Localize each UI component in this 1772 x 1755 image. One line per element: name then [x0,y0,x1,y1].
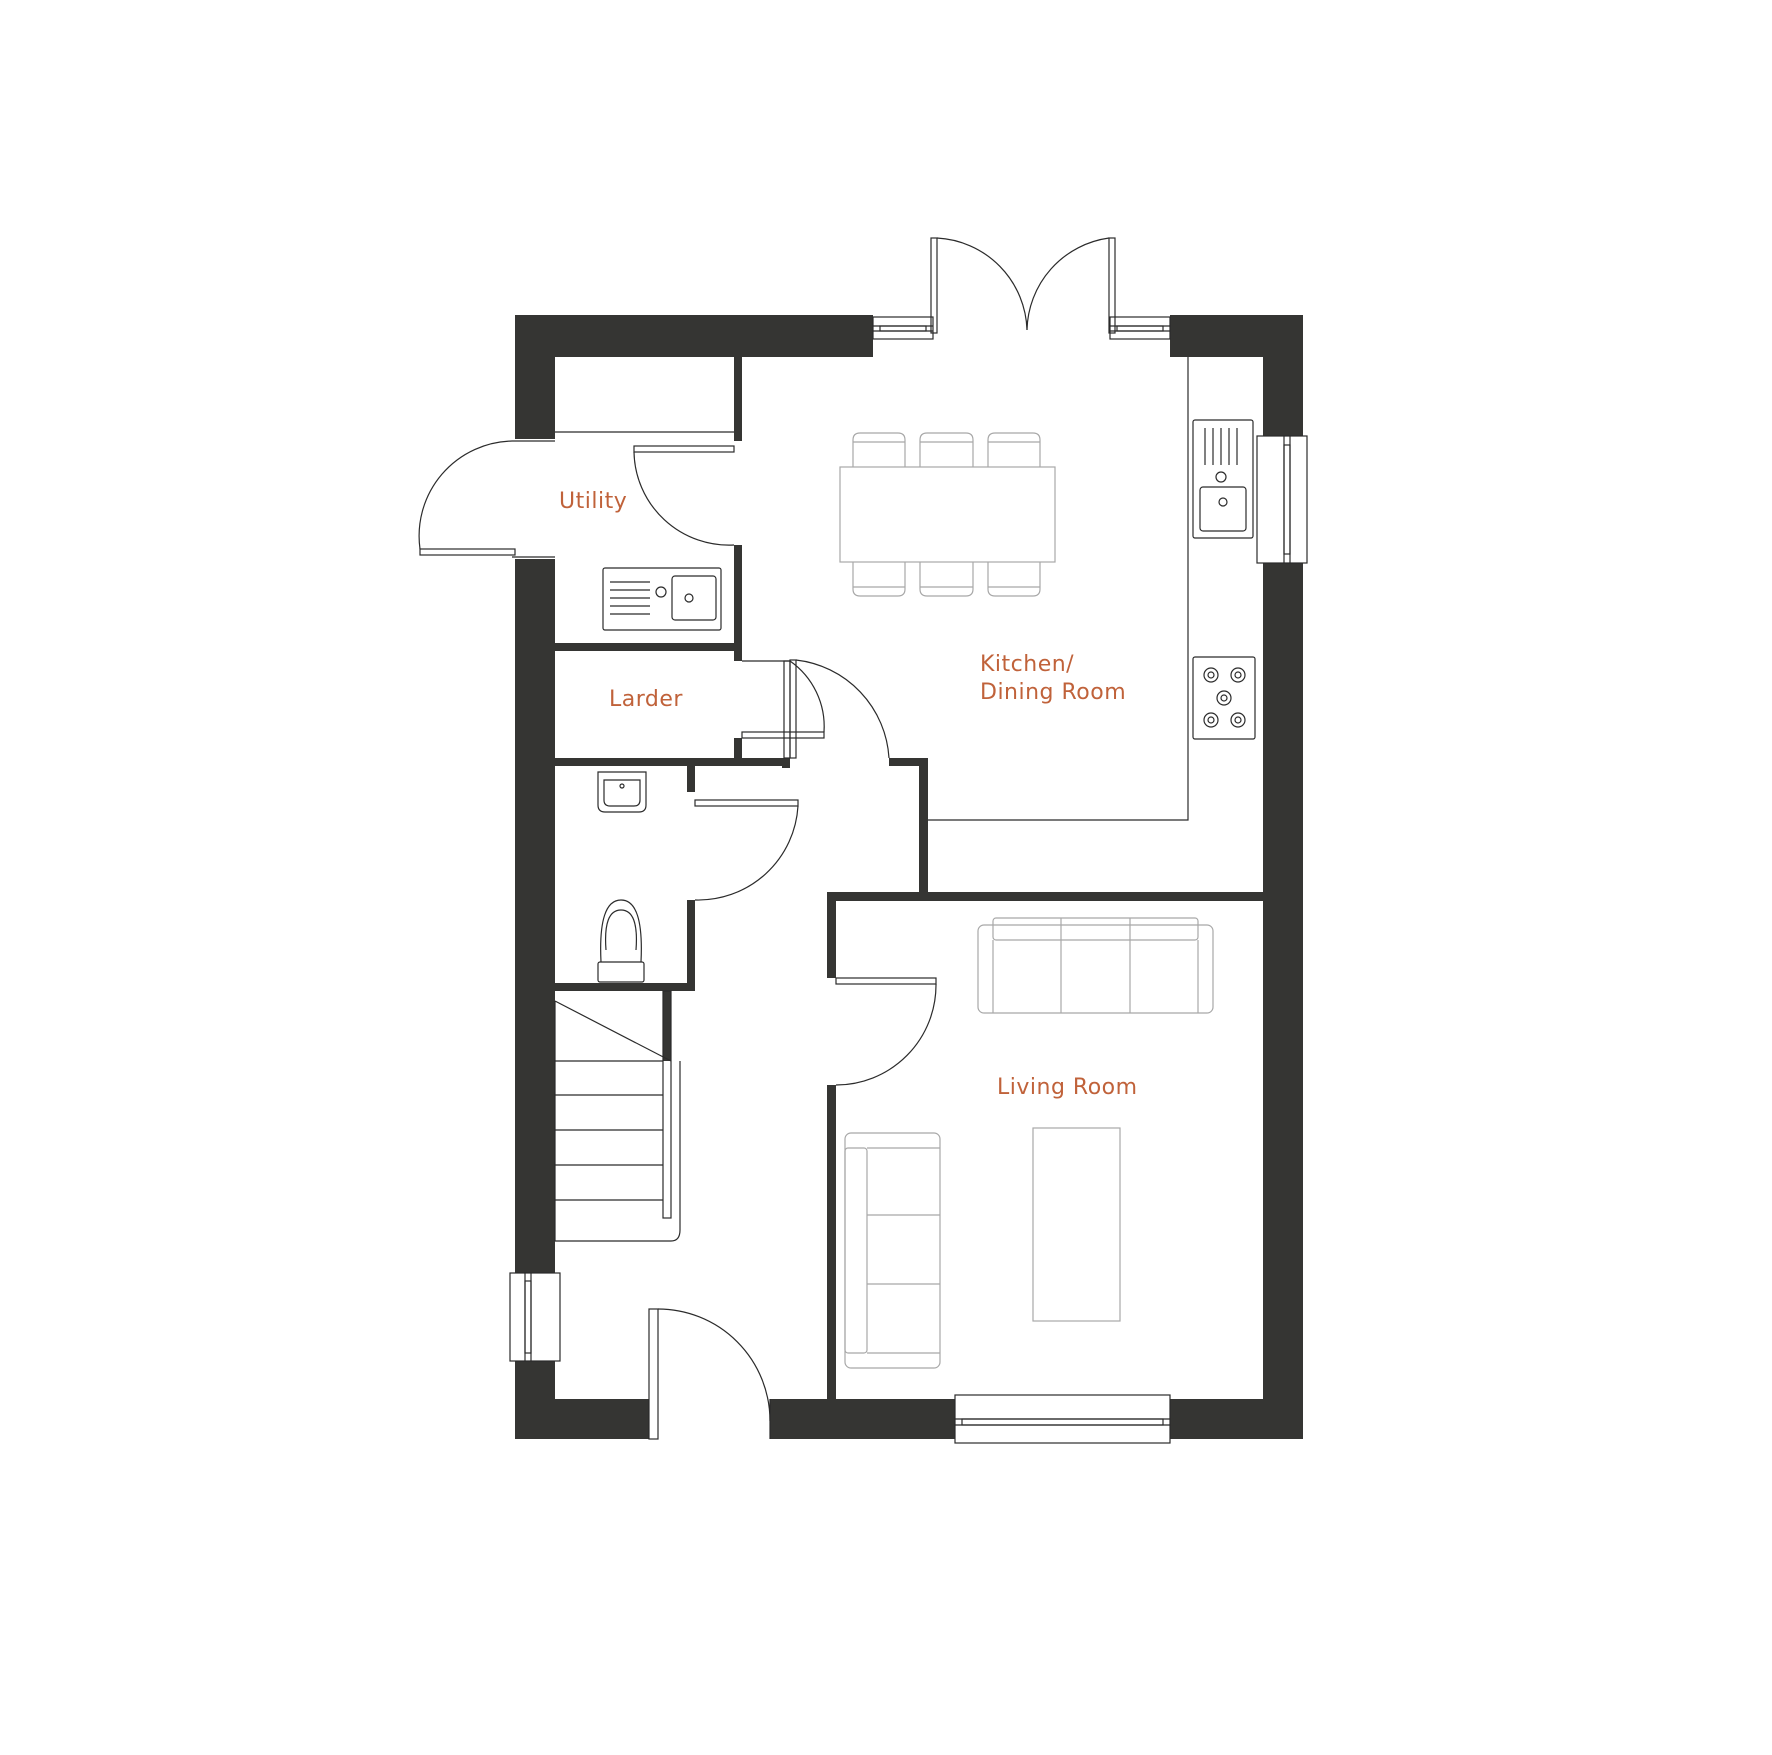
utility-sink [602,567,722,631]
label-living: Living Room [997,1075,1138,1100]
window-top-right [1109,316,1171,340]
window-kitchen-right [1256,435,1308,564]
label-kitchen-line1: Kitchen/ [980,652,1074,677]
hob [1192,656,1256,740]
kitchen-counters [928,357,1189,821]
wc-fittings [597,771,647,983]
room-labels: Utility Larder Kitchen/ Dining Room Livi… [559,489,1138,1100]
toilet [597,899,645,983]
windows [509,316,1308,1444]
basin [597,771,647,813]
larder-door [741,660,825,759]
coffee-table [1032,1127,1121,1322]
wc-door [694,799,799,901]
utility-kitchen-door [633,445,735,546]
kitchen-hall-door [789,659,890,759]
living-door [835,977,937,1086]
kitchen-sink [1192,419,1254,539]
front-door [648,1308,771,1440]
label-larder: Larder [609,687,683,712]
label-utility: Utility [559,489,627,514]
utility-side-door [418,440,555,558]
dining-table [839,432,1056,597]
exterior-walls [515,315,1303,1439]
label-kitchen-line2: Dining Room [980,680,1126,705]
staircase [554,990,681,1242]
window-hall-left [509,1272,561,1362]
window-top-left [872,316,934,340]
sofa-side [844,1132,941,1369]
doors [418,237,1116,1440]
french-doors [930,237,1116,334]
sofa-three-seat [977,917,1214,1014]
interior-walls [555,357,1263,1401]
